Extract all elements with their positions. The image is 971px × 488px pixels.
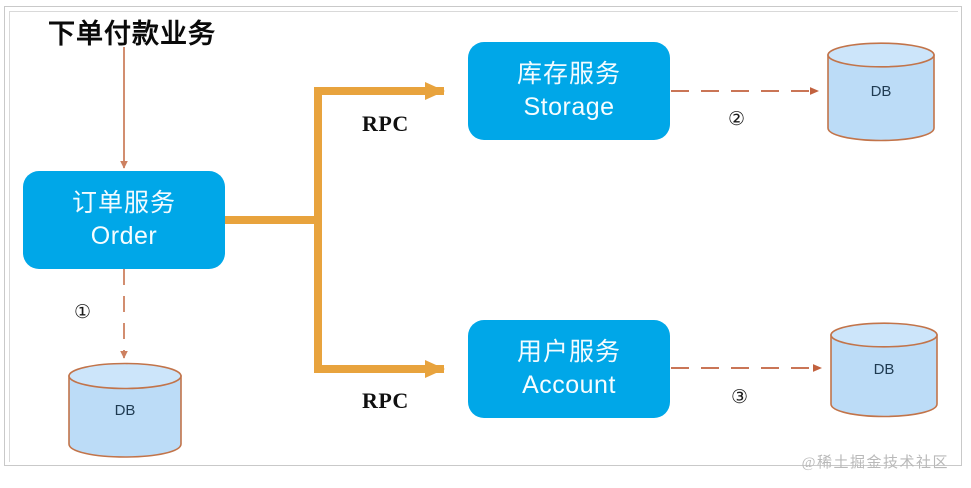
service-name-en: Storage bbox=[523, 93, 615, 121]
step-badge-3: ③ bbox=[731, 387, 749, 408]
cylinder-icon bbox=[827, 42, 935, 142]
service-name-en: Account bbox=[522, 371, 616, 399]
step-badge-2: ② bbox=[728, 109, 746, 130]
edge-label-rpc-top: RPC bbox=[362, 111, 409, 136]
cylinder-icon bbox=[68, 362, 182, 458]
database-node-storage-db[interactable]: DB bbox=[827, 42, 935, 142]
watermark: @稀土掘金技术社区 bbox=[801, 455, 949, 471]
cylinder-icon bbox=[830, 322, 938, 418]
service-name-en: Order bbox=[90, 222, 158, 250]
service-name-cn: 订单服务 bbox=[71, 190, 176, 217]
service-name-cn: 库存服务 bbox=[516, 61, 621, 88]
service-node-account[interactable]: 用户服务 Account bbox=[468, 320, 670, 418]
edge-order-rpc-trunk bbox=[225, 91, 322, 369]
service-node-storage[interactable]: 库存服务 Storage bbox=[468, 42, 670, 140]
page-title: 下单付款业务 bbox=[48, 19, 216, 49]
database-node-order-db[interactable]: DB bbox=[68, 362, 182, 458]
edge-label-rpc-bottom: RPC bbox=[362, 388, 409, 413]
step-badge-1: ① bbox=[74, 302, 92, 323]
database-node-account-db[interactable]: DB bbox=[830, 322, 938, 418]
service-node-order[interactable]: 订单服务 Order bbox=[23, 171, 225, 269]
service-name-cn: 用户服务 bbox=[516, 339, 621, 366]
